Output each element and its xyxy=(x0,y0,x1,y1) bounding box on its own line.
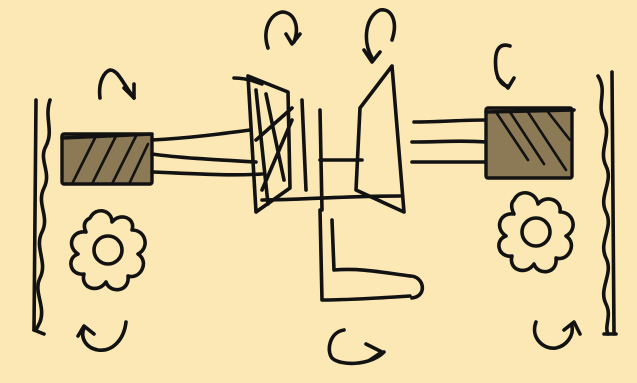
right-top-arrow xyxy=(496,45,514,88)
left-hatched-block xyxy=(62,134,152,184)
left-rotation-arrow xyxy=(78,322,126,350)
left-top-arrow xyxy=(100,70,134,98)
right-wavy-wall xyxy=(598,72,616,334)
left-gear-icon xyxy=(71,211,145,290)
right-connector-lines xyxy=(412,120,486,162)
center-rotation-arrow xyxy=(329,330,384,363)
right-hatched-block xyxy=(486,108,574,178)
right-rotation-arrow xyxy=(535,322,580,348)
center-top-left-arrow xyxy=(266,12,300,48)
center-right-funnel-icon xyxy=(320,66,404,212)
left-connector-lines xyxy=(152,130,262,175)
right-gear-icon xyxy=(499,193,573,272)
center-top-right-arrow xyxy=(364,10,394,62)
center-left-funnel-icon xyxy=(234,76,292,212)
center-pipe-icon xyxy=(320,210,422,300)
left-wavy-wall xyxy=(34,100,50,334)
